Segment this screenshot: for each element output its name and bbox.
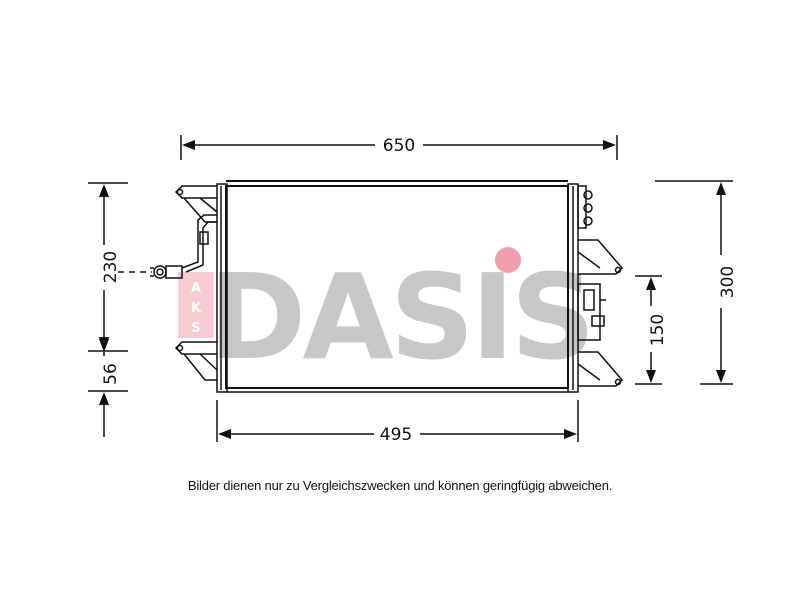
dimension-right-mid-label: 150 [648,314,668,346]
left-header-tank [174,183,228,393]
dimension-right-mid [635,275,662,385]
watermark-aks-k: K [191,301,202,316]
disclaimer-caption: Bilder dienen nur zu Vergleichszwecken u… [187,478,613,493]
watermark-dot [495,247,521,273]
dimension-left-lower-label: 56 [101,363,121,385]
watermark-aks-a: A [191,281,201,296]
watermark-aks-block [178,272,214,338]
dimension-bottom-label: 495 [380,425,412,445]
dimension-right [655,180,733,385]
dimension-left-lower [88,339,128,437]
pressure-switch-pipe [150,214,217,279]
watermark-logo: A K S DASIS [178,247,596,386]
watermark-aks-s: S [191,321,200,336]
dimension-top-label: 650 [383,136,415,156]
dimension-left-label: 230 [101,251,121,283]
dimension-top [180,135,618,160]
dimension-right-label: 300 [718,266,738,298]
watermark-dasis-text: DASIS [208,248,591,386]
dimension-bottom [216,400,579,442]
right-header-tank [567,183,624,393]
